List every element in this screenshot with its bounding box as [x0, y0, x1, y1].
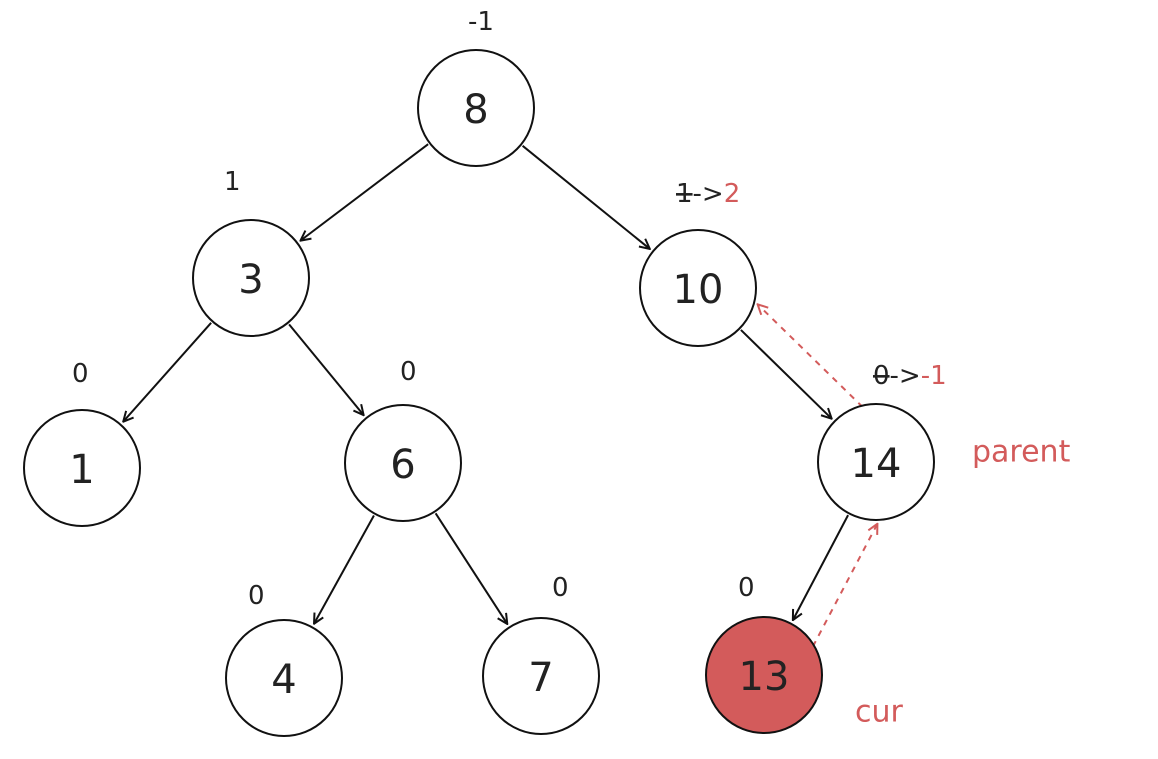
arrow-text: ->: [693, 179, 724, 209]
node-circle: [344, 404, 462, 522]
edge-14-to-13: [793, 514, 849, 620]
node-circle: [639, 229, 757, 347]
edge-6-to-7: [434, 512, 508, 624]
balance-factor-1: 0: [72, 359, 89, 389]
new-balance-factor: -1: [921, 361, 947, 391]
balance-factor-8: -1: [468, 7, 494, 37]
node-8: 8: [417, 49, 535, 167]
node-circle: [705, 616, 823, 734]
balance-factor-6: 0: [400, 357, 417, 387]
node-circle: [225, 619, 343, 737]
node-label: 3: [238, 257, 263, 303]
edge-10-to-14: [740, 329, 832, 419]
balance-factor-13: 0: [738, 573, 755, 603]
arrow-text: ->: [890, 361, 921, 391]
dashed-edge-14-to-10: [758, 304, 864, 408]
edge-6-to-4: [314, 515, 375, 623]
parent-annotation: parent: [972, 435, 1071, 470]
node-circle: [482, 617, 600, 735]
node-circle: [192, 219, 310, 337]
node-13: 13: [705, 616, 823, 734]
node-label: 6: [390, 442, 415, 488]
node-3: 3: [192, 219, 310, 337]
new-balance-factor: 2: [724, 179, 741, 209]
node-6: 6: [344, 404, 462, 522]
cur-annotation: cur: [855, 695, 904, 730]
edge-3-to-6: [288, 323, 364, 415]
balance-factor-4: 0: [248, 581, 265, 611]
node-4: 4: [225, 619, 343, 737]
balance-factor-7: 0: [552, 573, 569, 603]
dashed-edge-13-to-14: [812, 524, 878, 647]
node-label: 14: [851, 441, 902, 487]
old-balance-factor: 1: [676, 179, 693, 209]
node-label: 10: [673, 267, 724, 313]
node-14: 14: [817, 403, 935, 521]
node-circle: [23, 409, 141, 527]
balance-factor-14: 0->-1: [873, 361, 947, 391]
rebalance-path: [758, 304, 878, 647]
node-label: 4: [271, 657, 296, 703]
balance-factor-3: 1: [224, 167, 241, 197]
edge-3-to-1: [123, 322, 212, 422]
edge-8-to-3: [300, 143, 429, 240]
balance-factor-10: 1->2: [676, 179, 740, 209]
tree-edges: [123, 143, 849, 624]
node-7: 7: [482, 617, 600, 735]
node-1: 1: [23, 409, 141, 527]
edge-8-to-10: [521, 145, 650, 249]
old-balance-factor: 0: [873, 361, 890, 391]
node-10: 10: [639, 229, 757, 347]
node-circle: [417, 49, 535, 167]
node-circle: [817, 403, 935, 521]
node-label: 13: [739, 654, 790, 700]
node-label: 8: [463, 87, 488, 133]
node-label: 7: [528, 655, 553, 701]
node-label: 1: [69, 447, 94, 493]
